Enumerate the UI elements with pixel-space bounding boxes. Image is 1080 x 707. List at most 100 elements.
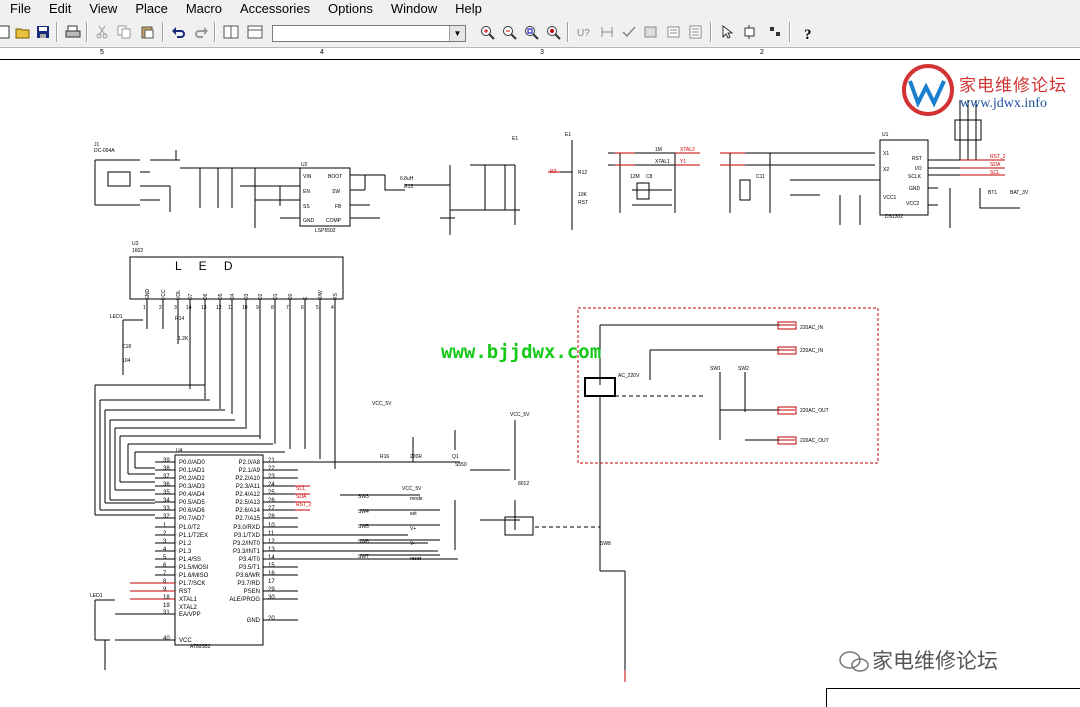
label: Q1 bbox=[452, 454, 459, 460]
mcu-pin-label: P0.6/AD6 bbox=[179, 508, 205, 514]
netlist-icon[interactable] bbox=[640, 22, 660, 42]
zoom-all-icon[interactable] bbox=[543, 22, 563, 42]
label: SW1 bbox=[710, 366, 721, 372]
menu-options[interactable]: Options bbox=[328, 1, 373, 16]
mcu-pin-number: 23 bbox=[268, 474, 275, 480]
mcu-pin-label: XTAL2 bbox=[179, 605, 198, 611]
label: 104 bbox=[122, 358, 131, 364]
zoom-in-icon[interactable] bbox=[477, 22, 497, 42]
mcu-pin-label: P3.2/INT0 bbox=[233, 541, 261, 547]
menu-view[interactable]: View bbox=[89, 1, 118, 16]
mcu-pin-number: 31 bbox=[163, 610, 170, 616]
undo-icon[interactable] bbox=[168, 22, 188, 42]
label: GND bbox=[909, 186, 921, 192]
mcu-pin-number: 7 bbox=[163, 571, 167, 577]
mcu-pin-label: GND bbox=[247, 618, 261, 624]
mcu-pin-label: P0.0/AD0 bbox=[179, 460, 205, 466]
zoom-out-icon[interactable] bbox=[499, 22, 519, 42]
mcu-pin-label: P3.0/RXD bbox=[233, 525, 260, 531]
hierarchy-icon[interactable] bbox=[739, 22, 759, 42]
mcu-pin-label: P0.7/AD7 bbox=[179, 516, 205, 522]
menu-help[interactable]: Help bbox=[455, 1, 482, 16]
mcu-pin-number: 40 bbox=[163, 636, 170, 642]
mcu-pin-number: 24 bbox=[268, 482, 275, 488]
print-icon[interactable] bbox=[62, 22, 82, 42]
mcu-pin-number: 26 bbox=[268, 498, 275, 504]
dc-jack-j1 bbox=[94, 150, 180, 212]
label: SS bbox=[303, 204, 310, 210]
save-icon[interactable] bbox=[33, 22, 53, 42]
label: reset bbox=[410, 556, 422, 562]
mcu-pin-label: P1.3 bbox=[179, 549, 192, 555]
label: VCC_5V bbox=[510, 412, 530, 418]
drc-icon[interactable] bbox=[618, 22, 638, 42]
mcu-pin-label: P3.4/T0 bbox=[239, 557, 261, 563]
label: S550 bbox=[455, 462, 467, 468]
cross-reference-icon[interactable] bbox=[663, 22, 683, 42]
mcu-pin-number: 9 bbox=[163, 587, 167, 593]
menu-window[interactable]: Window bbox=[390, 1, 438, 16]
toolbar: ▼ U? ? bbox=[0, 17, 1080, 48]
lcd-title: L E D bbox=[175, 259, 240, 273]
label: XTAL2 bbox=[680, 147, 695, 153]
label: RST_2 bbox=[296, 502, 312, 508]
mcu-pin-number: 17 bbox=[268, 579, 275, 585]
lcd-pin-number: 3 bbox=[174, 305, 177, 311]
annotate-icon[interactable]: U? bbox=[573, 22, 593, 42]
label: VCC1 bbox=[883, 195, 897, 201]
lcd-pin-label: D4 bbox=[230, 293, 236, 300]
schematic-canvas[interactable]: L E D J1 DC-004A U2 LSP5502 VIN BOOT EN … bbox=[0, 60, 1080, 706]
ruler-label: 5 bbox=[100, 49, 104, 56]
copy-icon[interactable] bbox=[114, 22, 134, 42]
label: SCLK bbox=[908, 174, 922, 180]
lcd-pin-number: 1 bbox=[143, 305, 146, 311]
label: SW2 bbox=[738, 366, 749, 372]
label: R14 bbox=[175, 316, 184, 322]
paste-icon[interactable] bbox=[137, 22, 157, 42]
place-part-icon[interactable] bbox=[765, 22, 785, 42]
cut-icon[interactable] bbox=[92, 22, 112, 42]
tile-horizontal-icon[interactable] bbox=[244, 22, 264, 42]
part-selector-combo[interactable]: ▼ bbox=[272, 25, 466, 42]
new-icon[interactable] bbox=[0, 22, 14, 42]
label: SCL bbox=[990, 170, 1000, 176]
label: BAT_3V bbox=[1010, 190, 1029, 196]
redo-icon[interactable] bbox=[190, 22, 210, 42]
label: SCL bbox=[296, 486, 306, 492]
select-icon[interactable] bbox=[716, 22, 736, 42]
label: 220AC_IN bbox=[800, 325, 823, 331]
mcu-pin-number: 12 bbox=[268, 539, 275, 545]
label: XTAL1 bbox=[655, 159, 670, 165]
label: EN bbox=[303, 189, 310, 195]
label: SW7 bbox=[358, 554, 369, 560]
back-annotate-icon[interactable] bbox=[596, 22, 616, 42]
label: 220AC_IN bbox=[800, 348, 823, 354]
mcu-pin-label: P1.4/SS bbox=[179, 557, 201, 563]
menu-place[interactable]: Place bbox=[135, 1, 168, 16]
help-icon[interactable]: ? bbox=[798, 22, 818, 42]
label: C11 bbox=[756, 174, 765, 180]
label: RST_2 bbox=[990, 154, 1006, 160]
mcu-pin-number: 20 bbox=[268, 616, 275, 622]
zoom-area-icon[interactable] bbox=[521, 22, 541, 42]
chevron-down-icon[interactable]: ▼ bbox=[449, 26, 465, 41]
mcu-pin-label: P3.3/INT1 bbox=[233, 549, 261, 555]
logo-emblem-icon bbox=[902, 64, 954, 116]
label: FB bbox=[335, 204, 342, 210]
label: VCC_5V bbox=[372, 401, 392, 407]
label: RST bbox=[578, 200, 588, 206]
menu-edit[interactable]: Edit bbox=[48, 1, 72, 16]
label: AC_220V bbox=[618, 373, 640, 379]
open-folder-icon[interactable] bbox=[12, 22, 32, 42]
ruler-label: 2 bbox=[760, 49, 764, 56]
menu-macro[interactable]: Macro bbox=[185, 1, 222, 16]
menu-file[interactable]: File bbox=[10, 1, 31, 16]
mcu-pin-number: 5 bbox=[163, 555, 167, 561]
bill-of-materials-icon[interactable] bbox=[685, 22, 705, 42]
mcu-pin-number: 1 bbox=[163, 523, 167, 529]
tile-vertical-icon[interactable] bbox=[220, 22, 240, 42]
menu-accessories[interactable]: Accessories bbox=[239, 1, 311, 16]
label: X2 bbox=[883, 167, 889, 173]
label: COMP bbox=[326, 218, 342, 224]
ruler-label: 4 bbox=[320, 49, 324, 56]
